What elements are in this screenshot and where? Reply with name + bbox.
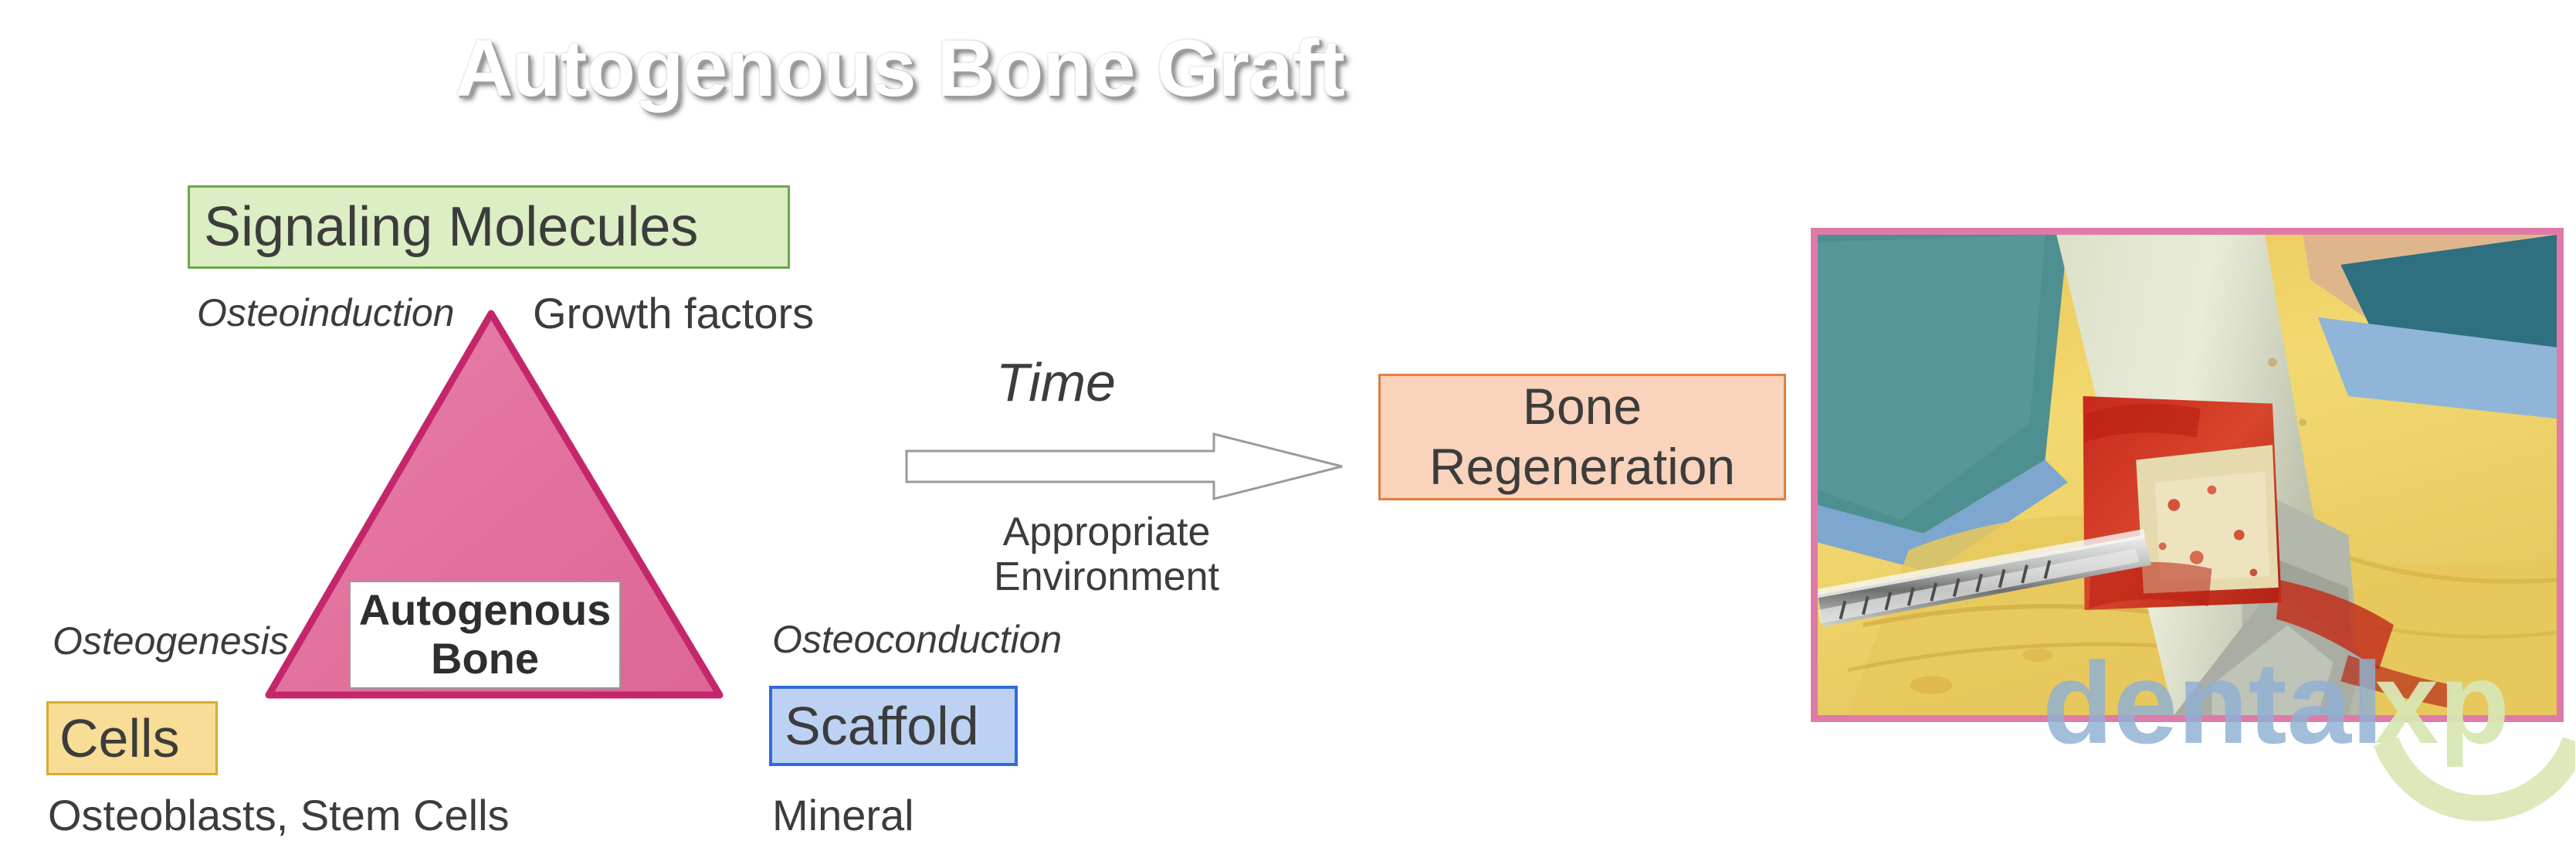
bone-regeneration-line-2: Regeneration bbox=[1429, 438, 1736, 495]
osteoconduction-label: Osteoconduction bbox=[772, 618, 1063, 661]
bone-regeneration-line-1: Bone bbox=[1522, 378, 1642, 436]
autogenous-bone-center-box: Autogenous Bone bbox=[349, 581, 621, 689]
scaffold-label: Scaffold bbox=[785, 696, 979, 756]
autogenous-bone-line-1: Autogenous bbox=[358, 585, 612, 635]
environment-line-1: Appropriate bbox=[1002, 510, 1211, 554]
growth-factors-label: Growth factors bbox=[533, 289, 815, 337]
scaffold-box: Scaffold bbox=[769, 686, 1018, 766]
page-title: Autogenous Bone Graft bbox=[455, 24, 1345, 114]
osteogenesis-label: Osteogenesis bbox=[53, 619, 289, 663]
surgical-photo-illustration bbox=[1818, 235, 2557, 715]
environment-line-2: Environment bbox=[994, 554, 1219, 600]
osteoblasts-stem-cells-label: Osteoblasts, Stem Cells bbox=[48, 791, 510, 839]
time-label: Time bbox=[996, 352, 1116, 412]
bone-regeneration-box: Bone Regeneration bbox=[1378, 374, 1786, 500]
autogenous-bone-line-2: Bone bbox=[431, 634, 539, 683]
signaling-molecules-label: Signaling Molecules bbox=[204, 196, 699, 258]
appropriate-environment-label: Appropriate Environment bbox=[975, 510, 1238, 599]
osteoinduction-label: Osteoinduction bbox=[197, 291, 455, 334]
signaling-molecules-box: Signaling Molecules bbox=[188, 185, 790, 269]
cells-label: Cells bbox=[59, 708, 180, 768]
surgical-photo-icon bbox=[1811, 228, 2564, 722]
right-arrow-shape bbox=[905, 432, 1343, 500]
cells-box: Cells bbox=[46, 701, 218, 775]
mineral-label: Mineral bbox=[772, 791, 914, 839]
right-arrow-icon bbox=[905, 431, 1345, 502]
